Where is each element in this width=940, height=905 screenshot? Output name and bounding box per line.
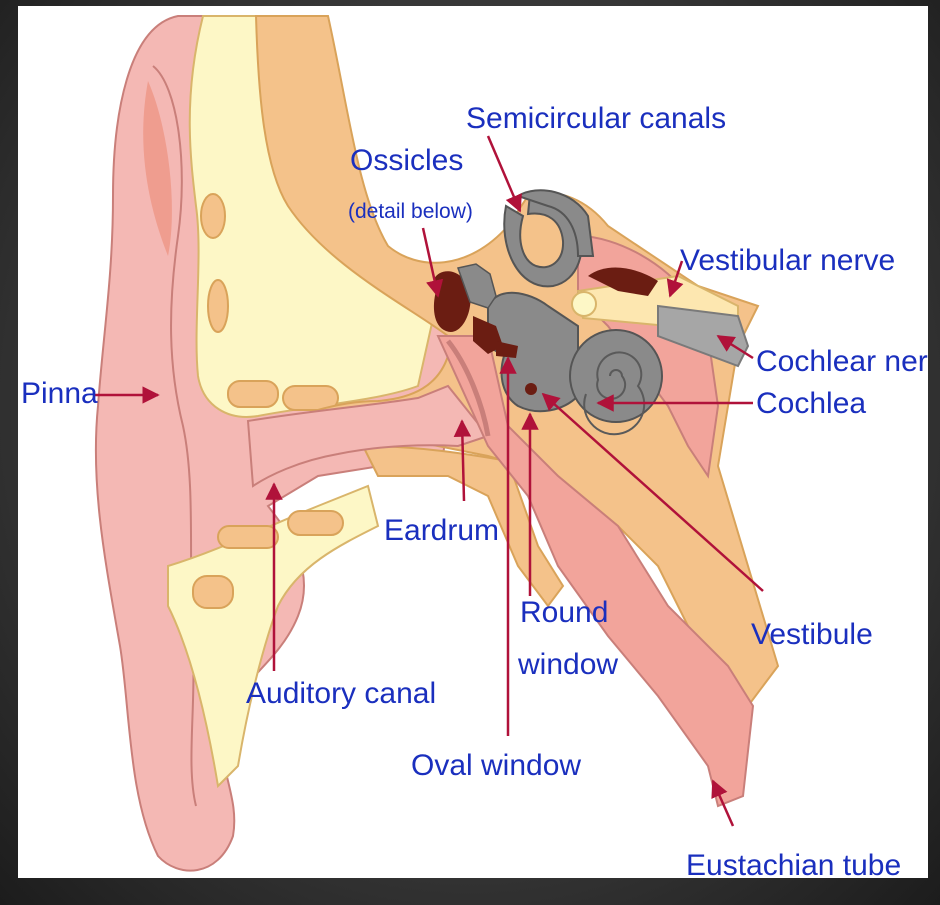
label-cochlea: Cochlea [756,387,866,420]
label-vestibule: Vestibule [751,618,873,651]
label-cochlear-nerve: Cochlear nerve [756,345,928,378]
label-pinna: Pinna [21,377,98,410]
label-eardrum: Eardrum [384,514,499,547]
label-vestibular-nerve: Vestibular nerve [680,244,895,277]
label-semicircular-canals: Semicircular canals [466,102,726,135]
diagram-canvas: Semicircular canals Ossicles (detail bel… [18,6,928,878]
label-ossicles: Ossicles [350,144,463,177]
label-oval-window: Oval window [411,749,581,782]
label-auditory-canal: Auditory canal [246,677,436,710]
label-ossicles-detail: (detail below) [348,200,473,223]
arrow-semicircular-canals [488,136,520,211]
label-round-window-line1: Round [520,596,608,629]
label-eustachian-tube: Eustachian tube [686,849,901,878]
label-round-window-line2: window [517,648,618,681]
ear-anatomy-diagram: Semicircular canals Ossicles (detail bel… [18,6,928,878]
